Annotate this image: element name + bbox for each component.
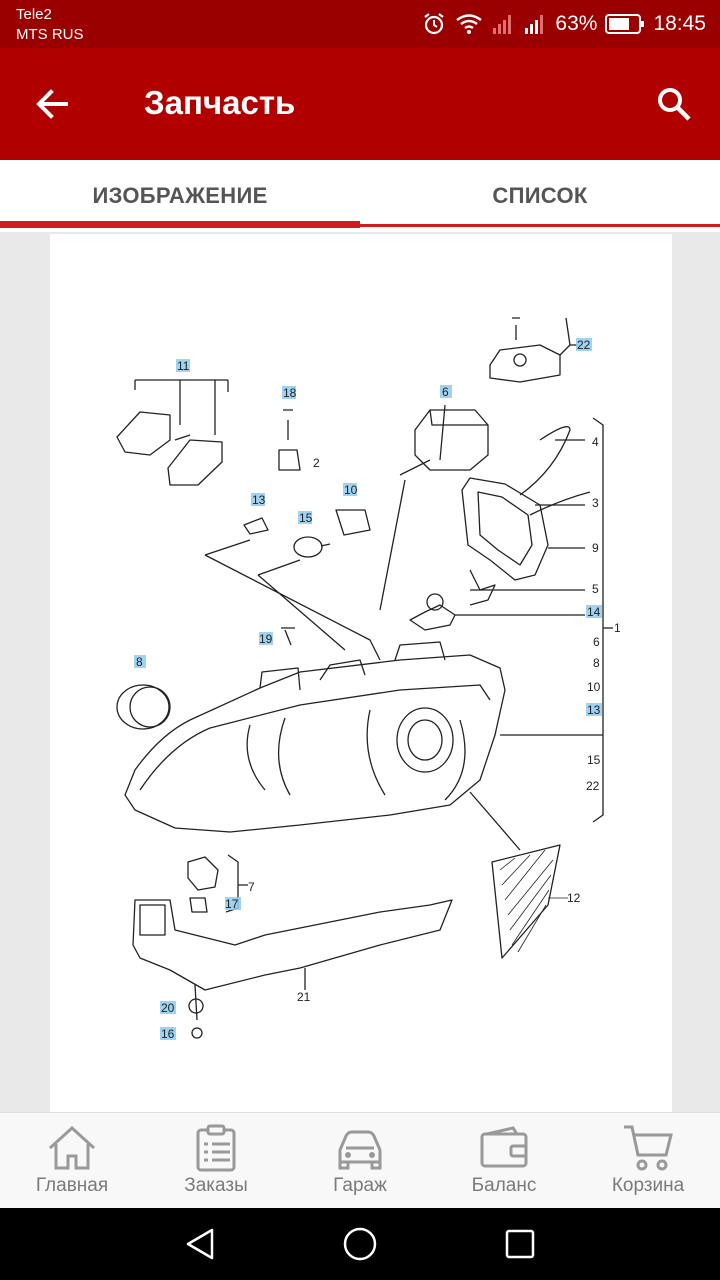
car-icon: [338, 1130, 382, 1170]
callout-13: 13: [252, 493, 266, 507]
battery-percent: 63%: [555, 12, 598, 35]
nav-orders-label: Заказы: [184, 1175, 248, 1196]
callout-9: 9: [592, 541, 599, 555]
search-button[interactable]: [646, 76, 702, 132]
content-area: 11 18 2 6 13 10 15 19 8 22 4 3 9 5 14 1 …: [0, 232, 720, 1112]
callout-2: 2: [313, 456, 320, 470]
nav-home-label: Главная: [35, 1175, 109, 1196]
home-icon: [48, 1125, 96, 1170]
system-recents-button[interactable]: [500, 1226, 540, 1262]
callout-3: 3: [592, 496, 599, 510]
search-icon: [658, 88, 691, 121]
group-member-10: 10: [587, 680, 601, 694]
wallet-icon: [480, 1126, 528, 1168]
nav-balance[interactable]: Баланс: [432, 1113, 576, 1209]
callout-20: 20: [161, 1001, 175, 1015]
callout-10: 10: [344, 483, 358, 497]
callout-5: 5: [592, 582, 599, 596]
callout-17: 17: [225, 897, 239, 911]
nav-balance-label: Баланс: [471, 1175, 537, 1196]
callout-7: 7: [248, 880, 255, 894]
callout-16: 16: [161, 1027, 175, 1041]
group-member-15: 15: [587, 753, 601, 767]
battery-icon: [605, 14, 645, 34]
callout-11: 11: [177, 359, 190, 373]
callout-14: 14: [587, 605, 601, 619]
bottom-navigation: Главная Заказы Гараж Баланс Корзина: [0, 1112, 720, 1208]
nav-cart-label: Корзина: [611, 1175, 685, 1196]
circle-home-icon: [343, 1227, 377, 1261]
square-recents-icon: [505, 1229, 535, 1259]
callout-18: 18: [283, 386, 297, 400]
status-bar: Tele2 MTS RUS 63% 18:45: [0, 0, 720, 48]
tab-image[interactable]: ИЗОБРАЖЕНИЕ: [92, 183, 268, 208]
signal-sim2-icon: [525, 15, 544, 34]
callout-21: 21: [297, 990, 311, 1004]
carrier-info: Tele2 MTS RUS: [16, 5, 84, 45]
nav-garage[interactable]: Гараж: [288, 1113, 432, 1209]
back-button[interactable]: [24, 76, 80, 132]
carrier-primary: Tele2: [16, 6, 52, 23]
carrier-secondary: MTS RUS: [16, 26, 84, 43]
cart-icon: [624, 1125, 673, 1171]
wifi-icon: [456, 14, 483, 34]
callout-15: 15: [299, 511, 313, 525]
parts-diagram[interactable]: 11 18 2 6 13 10 15 19 8 22 4 3 9 5 14 1 …: [50, 234, 672, 1112]
clock: 18:45: [653, 12, 706, 35]
callout-1: 1: [614, 621, 621, 635]
system-back-button[interactable]: [180, 1226, 220, 1262]
nav-garage-label: Гараж: [333, 1175, 387, 1196]
callout-19: 19: [259, 632, 273, 646]
tab-indicator: [0, 221, 360, 228]
callout-4: 4: [592, 435, 599, 449]
clipboard-icon: [196, 1124, 236, 1172]
callout-6: 6: [442, 385, 449, 399]
group-member-6: 6: [593, 635, 600, 649]
status-icons: 63% 18:45: [421, 10, 706, 38]
nav-home[interactable]: Главная: [0, 1113, 144, 1209]
system-navigation-bar: [0, 1208, 720, 1280]
app-bar: Запчасть: [0, 48, 720, 160]
tab-list[interactable]: СПИСОК: [492, 183, 588, 208]
group-member-22: 22: [586, 779, 600, 793]
triangle-back-icon: [186, 1228, 214, 1260]
system-home-button[interactable]: [340, 1226, 380, 1262]
nav-orders[interactable]: Заказы: [144, 1113, 288, 1209]
tab-bar: ИЗОБРАЖЕНИЕ СПИСОК: [0, 160, 720, 232]
signal-sim1-icon: [493, 15, 512, 34]
page-title: Запчасть: [144, 84, 296, 121]
tab-underline: [360, 224, 720, 227]
arrow-left-icon: [36, 89, 68, 119]
callout-12: 12: [567, 891, 581, 905]
alarm-icon: [424, 13, 445, 35]
callout-8: 8: [136, 655, 143, 669]
callout-22: 22: [577, 338, 591, 352]
group-member-13: 13: [587, 703, 601, 717]
group-member-8: 8: [593, 656, 600, 670]
nav-cart[interactable]: Корзина: [576, 1113, 720, 1209]
